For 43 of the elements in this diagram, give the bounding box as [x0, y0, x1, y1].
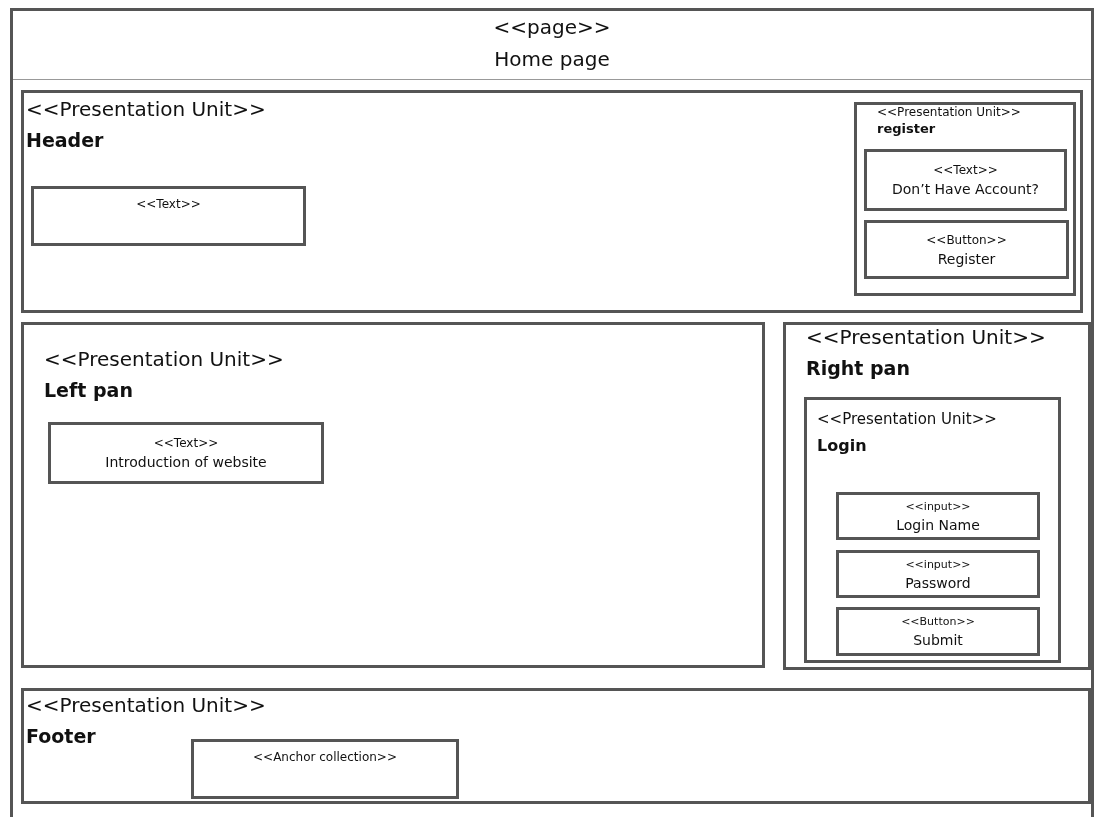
element-box [836, 550, 1040, 598]
presentation-unit-panel [21, 90, 1083, 313]
stereotype-label: <<Button>> [901, 615, 975, 628]
page-title: Home page [493, 47, 611, 71]
stereotype-label: <<Presentation Unit>> [877, 105, 1021, 119]
element-box [864, 220, 1069, 279]
stereotype-label: <<Presentation Unit>> [817, 410, 997, 428]
presentation-unit-panel [804, 397, 1061, 663]
presentation-unit-panel [854, 102, 1076, 296]
element-name: Don’t Have Account? [892, 181, 1039, 197]
unit-title: Left pan [44, 379, 133, 401]
presentation-unit-panel [783, 322, 1091, 670]
stereotype-label: <<Presentation Unit>> [44, 347, 284, 371]
element-box [31, 186, 306, 246]
element-name: Register [937, 250, 996, 267]
presentation-unit-panel [21, 688, 1091, 804]
unit-title: Right pan [806, 357, 910, 379]
stereotype-label: <<input>> [905, 557, 971, 571]
element-box [836, 607, 1040, 656]
element-name: Password [905, 574, 971, 591]
stereotype-label: <<Text>> [933, 163, 998, 177]
stereotype-label: <<Text>> [153, 436, 219, 450]
unit-title: Footer [26, 725, 96, 747]
element-box [836, 492, 1040, 540]
stereotype-label: <<Presentation Unit>> [806, 325, 1046, 349]
presentation-unit-panel [21, 322, 765, 668]
stereotype-label: <<Anchor collection>> [253, 750, 397, 764]
stereotype-label: <<Button>> [926, 232, 1007, 247]
element-box [864, 149, 1067, 211]
unit-title: Login [817, 436, 867, 455]
unit-title: register [877, 121, 936, 136]
element-box [48, 422, 324, 484]
unit-title: Header [26, 129, 104, 151]
stereotype-label: <<input>> [905, 499, 971, 513]
element-box [191, 739, 459, 799]
stereotype-label: <<Presentation Unit>> [26, 693, 266, 717]
page-frame [10, 8, 1094, 817]
stereotype-label: <<page>> [492, 15, 612, 39]
element-name: Introduction of website [105, 454, 267, 470]
element-name: Submit [913, 632, 963, 648]
element-name: Login Name [896, 516, 980, 533]
stereotype-label: <<Text>> [136, 197, 201, 211]
stereotype-label: <<Presentation Unit>> [26, 97, 266, 121]
